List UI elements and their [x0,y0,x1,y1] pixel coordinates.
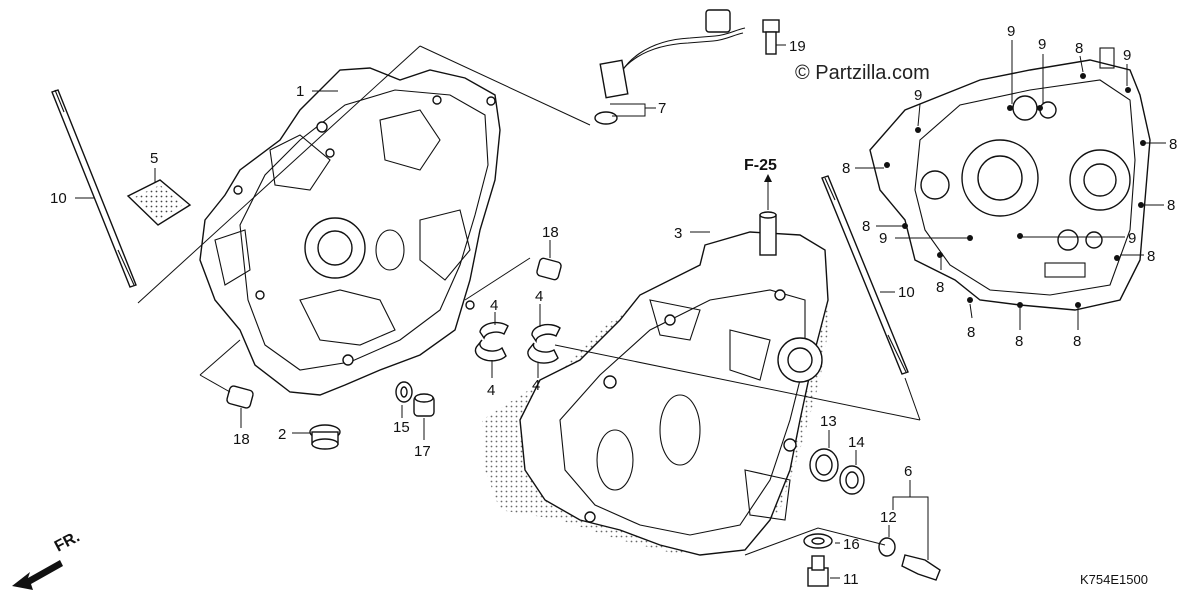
callout-11: 11 [843,571,859,588]
callout-8: 8 [1169,136,1177,153]
callout-4: 4 [535,288,543,305]
callout-8: 8 [1073,333,1081,350]
seal-14 [839,465,865,495]
stud-bolt-right [821,175,909,375]
callout-8: 8 [1167,197,1175,214]
callout-9: 9 [1123,47,1131,64]
callout-4: 4 [532,377,540,394]
collar-17 [413,393,435,417]
diagram-code: K754E1500 [1080,572,1148,587]
callout-10: 10 [898,284,915,301]
drain-bolt [309,424,341,450]
callout-4: 4 [490,297,498,314]
callout-18: 18 [542,224,559,241]
callout-4: 4 [487,382,495,399]
callout-9: 9 [1038,36,1046,53]
callout-8: 8 [1147,248,1155,265]
callout-9: 9 [914,87,922,104]
bolt-11 [807,555,829,587]
dowel-pin-upper [536,257,562,281]
reference-arrow: F-25 [744,157,777,210]
front-arrow: FR. [12,528,83,590]
washer-15 [395,381,413,403]
sensor-harness [594,9,746,125]
left-crankcase [199,67,501,396]
callout-16: 16 [843,536,860,553]
bolt-19 [762,19,780,55]
callout-15: 15 [393,419,410,436]
callout-9: 9 [1128,230,1136,247]
callout-2: 2 [278,426,286,443]
callout-13: 13 [820,413,837,430]
callout-6: 6 [904,463,912,480]
oil-strainer [126,179,192,226]
crank-bearings [474,321,561,364]
callout-8: 8 [1015,333,1023,350]
callout-8: 8 [842,160,850,177]
callout-9: 9 [1007,23,1015,40]
watermark: © Partzilla.com [795,62,930,84]
front-label: FR. [52,528,83,555]
callout-5: 5 [150,150,158,167]
callout-8: 8 [936,279,944,296]
callout-18: 18 [233,431,250,448]
callout-8: 8 [967,324,975,341]
reference-label: F-25 [744,157,777,174]
bearing-13 [809,448,839,482]
callout-1: 1 [296,83,304,100]
dowel-pin-lower [226,385,254,409]
callout-9: 9 [879,230,887,247]
washer-16 [803,533,833,549]
callout-8: 8 [1075,40,1083,57]
callout-14: 14 [848,434,865,451]
callout-17: 17 [414,443,431,460]
stud-bolt-left [51,89,137,288]
leader-lines [75,40,1166,579]
washer-12 [878,537,896,557]
neutral-switch [901,554,941,581]
callout-12: 12 [880,509,897,526]
callout-10: 10 [50,190,67,207]
callout-3: 3 [674,225,682,242]
callout-7: 7 [658,100,666,117]
callout-19: 19 [789,38,806,55]
right-crankcase [482,211,830,556]
crankcase-bolt-view [869,47,1151,311]
callout-labels: 1 2 3 4 4 4 4 5 6 7 8 8 8 8 8 8 8 8 8 8 … [50,23,1177,588]
callout-8: 8 [862,218,870,235]
